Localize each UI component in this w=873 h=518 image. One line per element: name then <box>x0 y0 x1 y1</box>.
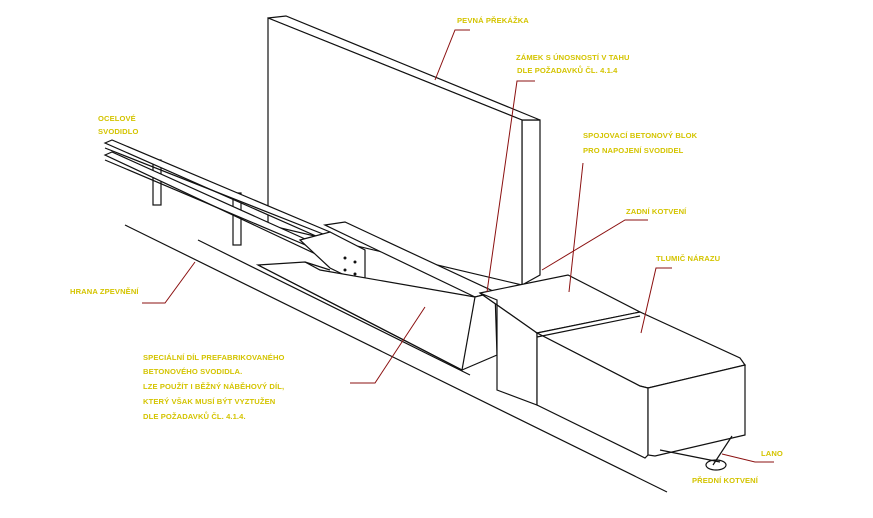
label-block-2: PRO NAPOJENÍ SVODIDEL <box>583 146 684 155</box>
connection-block <box>478 274 642 406</box>
label-steel-1: OCELOVÉ <box>98 114 136 123</box>
label-block-1: SPOJOVACÍ BETONOVÝ BLOK <box>583 131 698 140</box>
label-rope: LANO <box>761 449 783 458</box>
pavement-edge-line <box>124 224 668 493</box>
label-steel-2: SVODIDLO <box>98 127 138 136</box>
front-anchor <box>705 459 727 471</box>
steel-guardrail <box>103 139 366 286</box>
label-attenuator: TLUMIČ NÁRAZU <box>656 254 721 263</box>
label-rear-anchor: ZADNÍ KOTVENÍ <box>626 207 687 216</box>
fixed-obstacle-wall <box>267 15 541 287</box>
label-front-anchor: PŘEDNÍ KOTVENÍ <box>692 476 759 485</box>
label-special-5: DLE POŽADAVKŮ ČL. 4.1.4. <box>143 411 246 421</box>
label-lock-2: DLE POŽADAVKŮ ČL. 4.1.4 <box>517 65 618 75</box>
label-lock-1: ZÁMEK S ÚNOSNOSTÍ V TAHU <box>516 53 630 62</box>
label-special-1: SPECIÁLNÍ DÍL PREFABRIKOVANÉHO <box>143 353 285 362</box>
label-pavement-edge: HRANA ZPEVNĚNÍ <box>70 287 139 296</box>
label-special-3: LZE POUŽÍT I BĚŽNÝ NÁBĚHOVÝ DÍL, <box>143 382 284 391</box>
label-special-2: BETONOVÉHO SVODIDLA. <box>143 367 242 376</box>
leader-lines <box>142 29 774 463</box>
label-fixed-obstacle: PEVNÁ PŘEKÁŽKA <box>457 16 529 25</box>
barrier-base-line <box>197 239 471 376</box>
label-special-4: KTERÝ VŠAK MUSÍ BÝT VYZTUŽEN <box>143 397 275 406</box>
crash-attenuator <box>535 311 747 471</box>
